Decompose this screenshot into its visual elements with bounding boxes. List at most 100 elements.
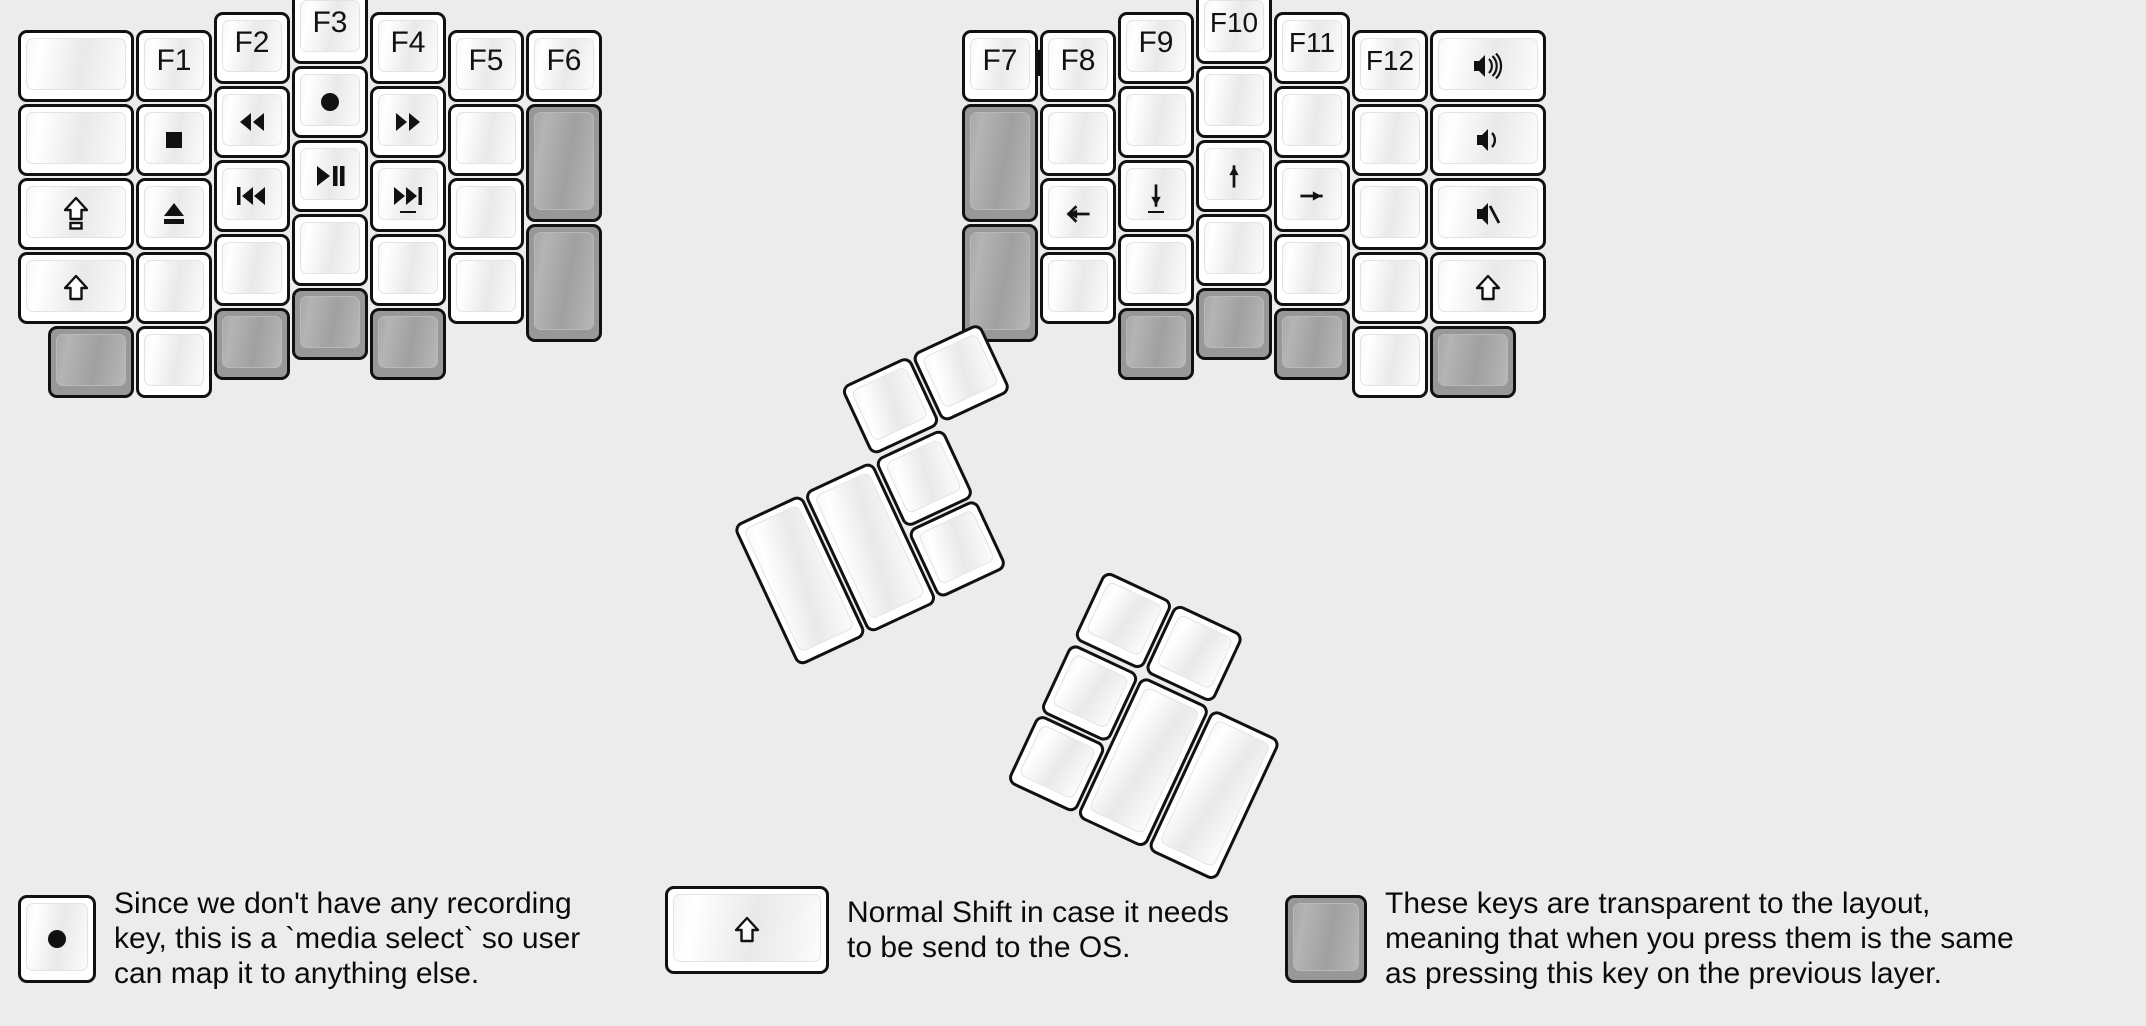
key-right-pinky-outer-1[interactable]: [1430, 104, 1546, 176]
legend-sample-key: [665, 886, 829, 974]
key-left-index-1[interactable]: [370, 86, 446, 158]
key-right-pinky-outer-2[interactable]: [1430, 178, 1546, 250]
key-left-pinky-outer-1[interactable]: [18, 104, 134, 176]
key-left-inner2-1[interactable]: [526, 104, 602, 222]
key-label-empty: [1199, 69, 1269, 135]
key-right-index-4[interactable]: [1118, 308, 1194, 380]
key-left-pinky-4[interactable]: [136, 326, 212, 398]
key-label: F2: [234, 26, 270, 59]
key-label-empty: [51, 329, 131, 395]
legend-sample-key: [1285, 894, 1367, 983]
media-fast-forward-icon: [373, 89, 443, 155]
key-left-pinky-0[interactable]: F1: [136, 30, 212, 102]
key-right-middle-1[interactable]: [1196, 66, 1272, 138]
key-right-pinky-4[interactable]: [1352, 326, 1428, 398]
key-right-middle-3[interactable]: [1196, 214, 1272, 286]
key-left-index-2[interactable]: [370, 160, 446, 232]
key-left-middle-1[interactable]: [292, 66, 368, 138]
key-right-pinky-outer-0[interactable]: [1430, 30, 1546, 102]
key-label-empty: [1277, 89, 1347, 155]
key-right-inner2-0[interactable]: F7: [962, 30, 1038, 102]
key-left-inner2-2[interactable]: [526, 224, 602, 342]
key-right-pinky-outer-3[interactable]: [1430, 252, 1546, 324]
key-right-inner-2[interactable]: [1040, 178, 1116, 250]
key-left-ring-1[interactable]: [214, 86, 290, 158]
legend-description: Since we don't have any recording key, t…: [114, 887, 581, 991]
key-label: F7: [982, 44, 1018, 77]
key-left-pinky-outer-3[interactable]: [18, 252, 134, 324]
media-record-icon: [21, 898, 93, 980]
key-left-pinky-3[interactable]: [136, 252, 212, 324]
key-right-inner-3[interactable]: [1040, 252, 1116, 324]
key-left-pinky-outer-2[interactable]: [18, 178, 134, 250]
key-left-middle-2[interactable]: [292, 140, 368, 212]
key-right-middle-2[interactable]: [1196, 140, 1272, 212]
key-left-index-4[interactable]: [370, 308, 446, 380]
key-left-pinky-outer-4[interactable]: [48, 326, 134, 398]
key-label-empty: [451, 255, 521, 321]
shift-icon: [1433, 255, 1543, 321]
key-right-middle-0[interactable]: F10: [1196, 0, 1272, 64]
key-left-inner2-0[interactable]: F6: [526, 30, 602, 102]
key-label: F4: [390, 26, 426, 59]
key-label-empty: [1277, 237, 1347, 303]
legend-item-media-select-note: Since we don't have any recording key, t…: [18, 886, 580, 991]
key-label-empty: [1199, 291, 1269, 357]
key-left-inner-0[interactable]: F5: [448, 30, 524, 102]
key-right-inner2-2[interactable]: [962, 224, 1038, 342]
key-right-pinky-2[interactable]: [1352, 178, 1428, 250]
key-right-pinky-1[interactable]: [1352, 104, 1428, 176]
key-label-empty: [1355, 255, 1425, 321]
key-left-pinky-1[interactable]: [136, 104, 212, 176]
key-right-ring-2[interactable]: [1274, 160, 1350, 232]
key-right-index-3[interactable]: [1118, 234, 1194, 306]
legend-item-normal-shift-note: Normal Shift in case it needs to be send…: [665, 886, 1229, 974]
key-label-empty: [373, 237, 443, 303]
media-rewind-icon: [217, 89, 287, 155]
media-record-icon: [295, 69, 365, 135]
key-right-pinky-outer-4[interactable]: [1430, 326, 1516, 398]
key-left-ring-2[interactable]: [214, 160, 290, 232]
key-right-middle-4[interactable]: [1196, 288, 1272, 360]
key-left-middle-4[interactable]: [292, 288, 368, 360]
key-right-inner-0[interactable]: F8: [1040, 30, 1116, 102]
caps-lock-icon: [21, 181, 131, 247]
key-label-empty: [217, 237, 287, 303]
key-left-inner-2[interactable]: [448, 178, 524, 250]
key-left-middle-0[interactable]: F3: [292, 0, 368, 64]
key-left-middle-3[interactable]: [292, 214, 368, 286]
key-left-index-3[interactable]: [370, 234, 446, 306]
key-right-index-1[interactable]: [1118, 86, 1194, 158]
key-right-pinky-0[interactable]: F12: [1352, 30, 1428, 102]
key-label-empty: [21, 107, 131, 173]
key-right-index-0[interactable]: F9: [1118, 12, 1194, 84]
media-eject-icon: [139, 181, 209, 247]
legend-sample-key: [18, 894, 96, 983]
key-label-empty: [1355, 329, 1425, 395]
key-left-inner-3[interactable]: [448, 252, 524, 324]
key-label: F9: [1138, 26, 1174, 59]
key-right-inner-1[interactable]: [1040, 104, 1116, 176]
key-right-ring-1[interactable]: [1274, 86, 1350, 158]
media-play-pause-icon: [295, 143, 365, 209]
key-label: F12: [1365, 45, 1415, 76]
key-right-pinky-3[interactable]: [1352, 252, 1428, 324]
volume-down-icon: [1433, 107, 1543, 173]
key-left-ring-0[interactable]: F2: [214, 12, 290, 84]
key-left-pinky-outer-0[interactable]: [18, 30, 134, 102]
key-right-inner2-1[interactable]: [962, 104, 1038, 222]
key-right-ring-4[interactable]: [1274, 308, 1350, 380]
key-left-ring-3[interactable]: [214, 234, 290, 306]
key-right-index-2[interactable]: [1118, 160, 1194, 232]
key-left-ring-4[interactable]: [214, 308, 290, 380]
homing-bump: [1148, 211, 1164, 213]
key-left-inner-1[interactable]: [448, 104, 524, 176]
key-left-index-0[interactable]: F4: [370, 12, 446, 84]
legend-item-transparent-keys-note: These keys are transparent to the layout…: [1285, 886, 2014, 991]
media-stop-icon: [139, 107, 209, 173]
key-label-empty: [1288, 898, 1364, 980]
key-right-ring-3[interactable]: [1274, 234, 1350, 306]
key-label-empty: [295, 291, 365, 357]
key-left-pinky-2[interactable]: [136, 178, 212, 250]
key-right-ring-0[interactable]: F11: [1274, 12, 1350, 84]
